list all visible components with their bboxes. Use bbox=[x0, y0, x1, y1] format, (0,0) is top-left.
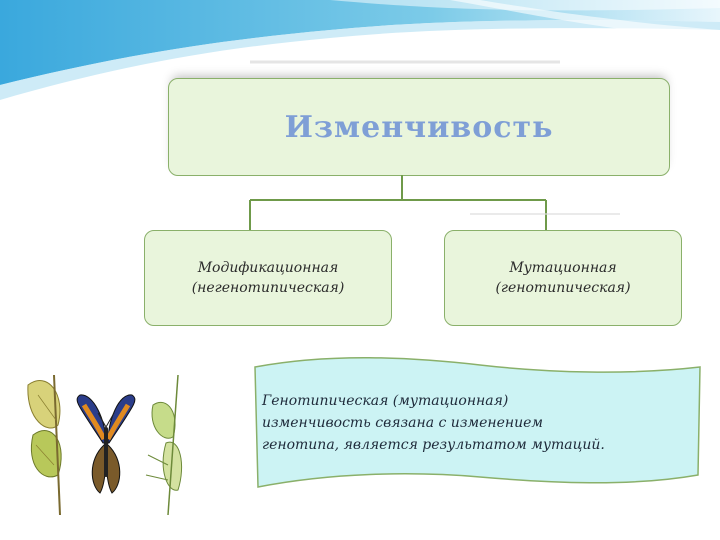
root-label: Изменчивость bbox=[284, 109, 554, 145]
child-node-title: Модификационная bbox=[197, 260, 339, 276]
child-node-subtitle: (негенотипическая) bbox=[191, 280, 345, 296]
note-scroll-banner bbox=[254, 357, 701, 488]
decorative-top-wave bbox=[0, 0, 720, 100]
child-node-title: Мутационная bbox=[509, 260, 617, 276]
butterfly-icon bbox=[76, 394, 136, 494]
child-node-subtitle: (генотипическая) bbox=[495, 280, 631, 296]
note-text: Генотипическая (мутационная) изменчивост… bbox=[262, 390, 692, 456]
child-node-modification: Модификационная (негенотипическая) bbox=[144, 230, 392, 326]
leaf-insect-icon bbox=[145, 374, 183, 516]
root-node: Изменчивость bbox=[168, 78, 670, 176]
leaf-icon bbox=[27, 374, 62, 516]
note-line: Генотипическая (мутационная) bbox=[262, 393, 509, 409]
note-line: изменчивость связана с изменением bbox=[262, 415, 543, 431]
note-line: генотипа, является результатом мутаций. bbox=[262, 437, 605, 453]
butterfly-illustration bbox=[27, 374, 183, 516]
child-node-mutation: Мутационная (генотипическая) bbox=[444, 230, 682, 326]
